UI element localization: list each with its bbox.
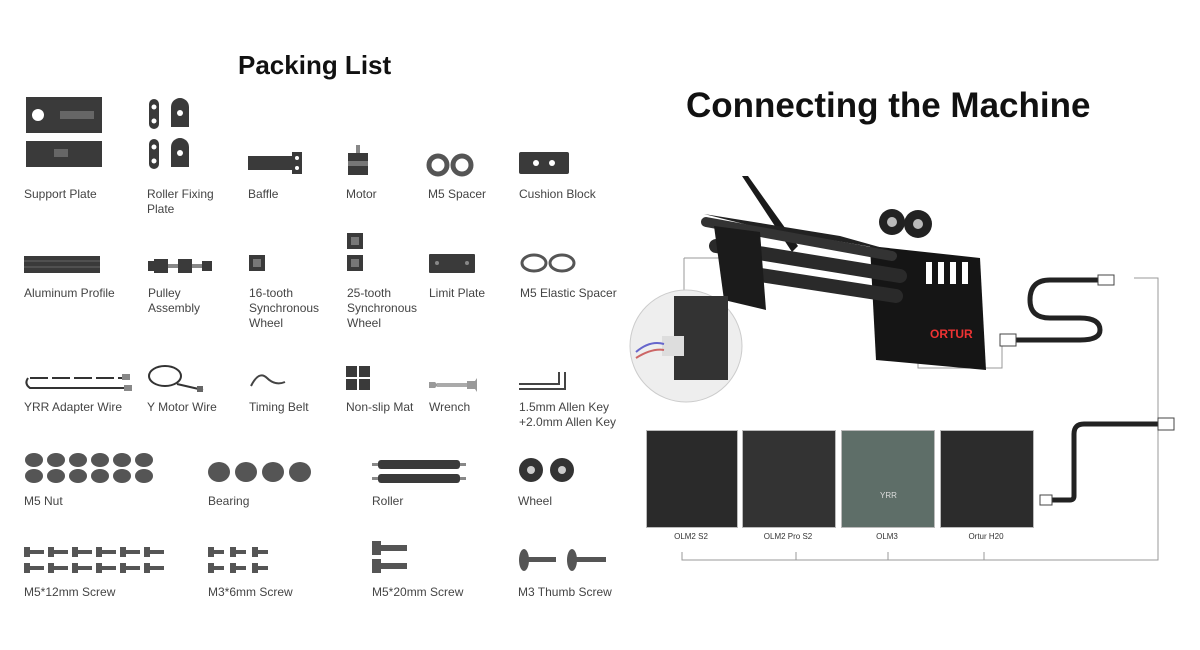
m3-thumb-screw-image [519, 549, 606, 571]
m5-nut-image [25, 453, 153, 483]
item-label: M5 Nut [24, 494, 63, 508]
machine-label: Ortur H20 [968, 532, 1004, 541]
item-label: Limit Plate [429, 286, 486, 300]
wrench-image [429, 378, 477, 392]
item-label: M5*20mm Screw [372, 585, 464, 599]
connecting-title: Connecting the Machine [686, 86, 1091, 125]
item-label: Roller [372, 494, 404, 508]
cushion-block-image [519, 152, 569, 174]
machine-photo-ortur-h20 [940, 430, 1034, 528]
item-label: M5 Spacer [428, 187, 487, 201]
packing-list-title: Packing List [238, 50, 392, 80]
item-label: M5*12mm Screw [24, 585, 116, 599]
ortur-brand-mark: ORTUR [930, 327, 973, 341]
item-label: Non-slip Mat [346, 400, 414, 414]
machine-label: OLM3 [876, 532, 898, 541]
item-label: Support Plate [24, 187, 97, 201]
roller-image [372, 460, 466, 483]
item-label: 25-tooth Synchronous Wheel [347, 286, 418, 330]
bearing-image [208, 462, 311, 482]
y-motor-wire-image [148, 365, 204, 392]
item-label: Y Motor Wire [147, 400, 217, 414]
item-label: Pulley Assembly [148, 286, 201, 315]
m5-spacer-image [426, 153, 474, 177]
yrr-port-label: YRR [880, 491, 897, 500]
pulley-assembly-image [148, 259, 212, 273]
item-label: 16-tooth Synchronous Wheel [249, 286, 320, 330]
roller-fixing-plate-image [149, 98, 189, 169]
timing-belt-image [250, 374, 286, 387]
item-label: Wrench [429, 400, 471, 414]
baffle-image [248, 152, 302, 174]
m3-6mm-screw-image [208, 547, 268, 573]
item-label: Wheel [518, 494, 553, 508]
item-label: M3 Thumb Screw [518, 585, 612, 599]
machine-photo-olm3: YRR [841, 430, 935, 528]
yrr-adapter-wire-image [25, 374, 132, 391]
support-plate-image [26, 97, 102, 167]
item-label: Timing Belt [249, 400, 309, 414]
item-label: Bearing [208, 494, 250, 508]
limit-plate-image [429, 254, 475, 273]
item-label: Roller Fixing Plate [147, 187, 214, 216]
m5-12mm-screw-image [24, 547, 164, 573]
item-label: Baffle [248, 187, 279, 201]
allen-keys-image [519, 372, 566, 390]
item-label: Cushion Block [519, 187, 596, 201]
item-label: M5 Elastic Spacer [520, 286, 617, 300]
item-label: Aluminum Profile [24, 286, 115, 300]
item-label: Motor [346, 187, 377, 201]
rotary-roller-machine: ORTUR [701, 176, 986, 370]
25-tooth-wheel-image [347, 233, 363, 271]
machine-photo-olm2-s2 [646, 430, 738, 528]
m5-elastic-spacer-image [520, 253, 576, 273]
s-cable [1016, 277, 1103, 343]
machine-label: OLM2 S2 [674, 532, 708, 541]
16-tooth-wheel-image [249, 255, 265, 271]
aluminum-profile-image [24, 256, 100, 273]
motor-image [348, 145, 368, 175]
machine-photo-olm2-pro-s2 [742, 430, 836, 528]
item-label: YRR Adapter Wire [24, 400, 123, 414]
item-label: 1.5mm Allen Key +2.0mm Allen Key [519, 400, 617, 429]
non-slip-mat-image [346, 366, 370, 390]
machine-label: OLM2 Pro S2 [763, 532, 813, 541]
wheel-image [519, 458, 574, 482]
item-label: M3*6mm Screw [208, 585, 293, 599]
m5-20mm-screw-image [372, 541, 407, 573]
l-cable [1050, 421, 1158, 503]
